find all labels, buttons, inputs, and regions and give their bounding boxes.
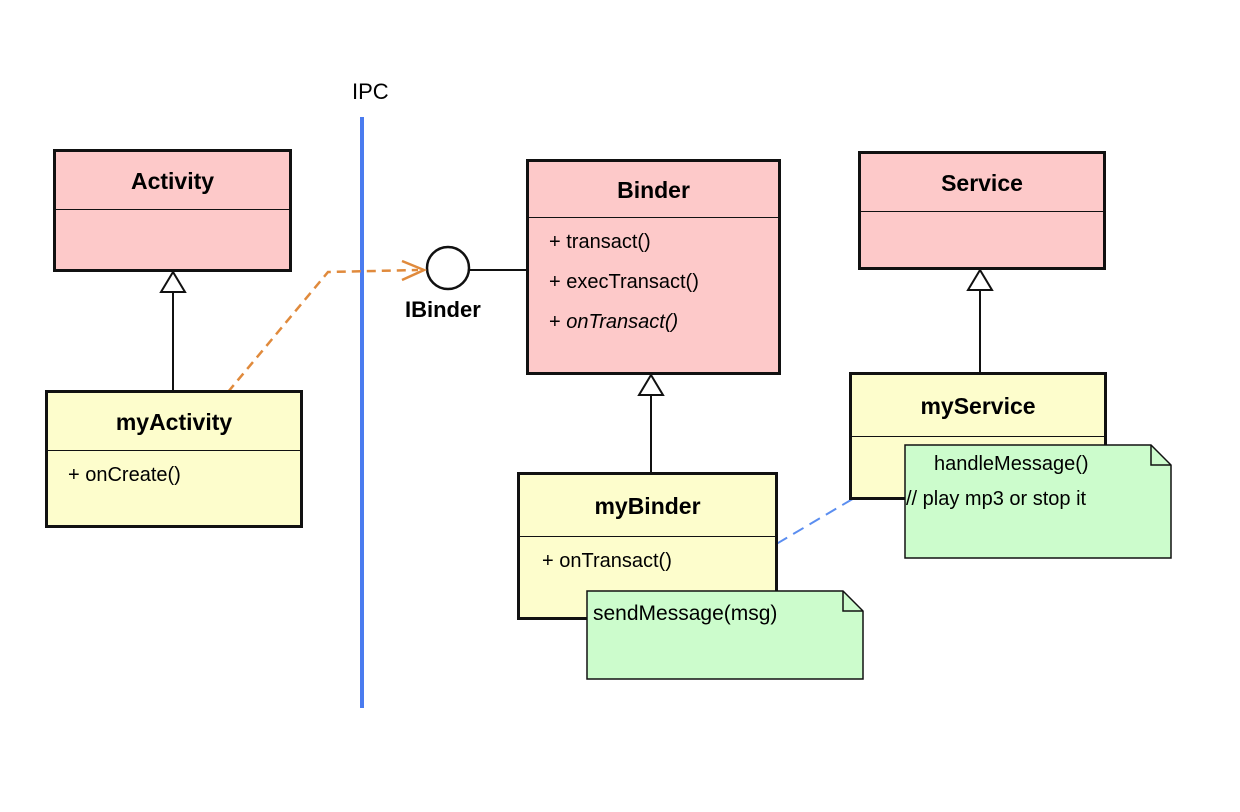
operation-exec-transact: + execTransact() <box>549 271 699 293</box>
note-send-message: sendMessage(msg) <box>586 590 864 680</box>
class-my-activity-name: myActivity <box>48 393 300 451</box>
note-handle-message-shape <box>904 444 1172 559</box>
note-handle-message: handleMessage() // play mp3 or stop it <box>904 444 1172 559</box>
class-my-binder-name: myBinder <box>520 475 775 537</box>
class-service-name: Service <box>861 154 1103 212</box>
dependency-arrowhead-ibinder <box>401 259 428 282</box>
ibinder-interface-circle <box>425 245 471 291</box>
class-activity: Activity <box>53 149 292 272</box>
class-activity-name: Activity <box>56 152 289 210</box>
ipc-label: IPC <box>352 79 389 104</box>
inheritance-arrow-activity <box>159 270 187 293</box>
class-my-service-name: myService <box>852 375 1104 437</box>
class-binder-name: Binder <box>529 162 778 218</box>
operation-on-transact-name: onTransact() <box>566 311 679 333</box>
ibinder-label: IBinder <box>405 297 481 322</box>
class-binder: Binder + transact() + execTransact() + o… <box>526 159 781 375</box>
note-handle-message-line1: handleMessage() <box>934 453 1089 475</box>
note-send-message-shape <box>586 590 864 680</box>
operation-transact: + transact() <box>549 231 651 253</box>
dependency-line-activity-ibinder <box>227 268 419 393</box>
note-handle-message-line2: // play mp3 or stop it <box>906 488 1087 510</box>
class-my-activity: myActivity + onCreate() <box>45 390 303 528</box>
operation-visibility-plus: + <box>549 311 567 333</box>
operation-on-transact: + onTransact() <box>542 550 672 572</box>
operation-on-transact-abstract: + onTransact() <box>549 302 778 342</box>
class-service: Service <box>858 151 1106 270</box>
inheritance-arrow-binder <box>637 373 665 396</box>
note-send-message-text: sendMessage(msg) <box>593 602 778 625</box>
inheritance-arrow-service <box>966 268 994 291</box>
operation-on-create: + onCreate() <box>68 464 181 486</box>
